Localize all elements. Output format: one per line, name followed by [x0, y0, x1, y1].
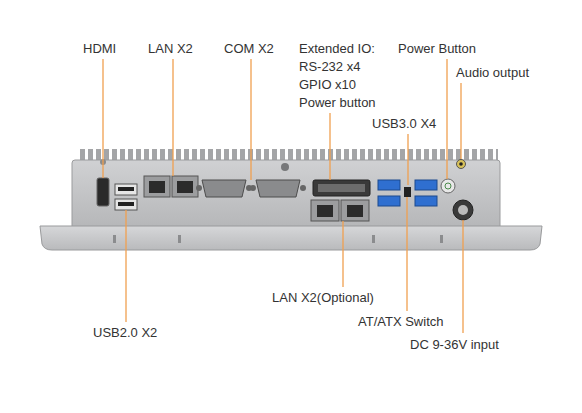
lan-port: [311, 200, 339, 221]
power-button: [441, 179, 455, 193]
bezel-notch: [113, 235, 116, 243]
usb3-port: [415, 180, 437, 190]
leader-lines: [103, 59, 463, 333]
port-label: Extended IO:: [299, 41, 375, 57]
com-port: [202, 180, 246, 197]
port-label: LAN X2(Optional): [272, 290, 374, 306]
lan-port: [341, 200, 369, 221]
port-label: COM X2: [224, 41, 274, 57]
port-label: Audio output: [456, 65, 529, 81]
com-port: [256, 180, 300, 197]
port-label: GPIO x10: [299, 77, 356, 93]
front-bezel: [40, 226, 542, 250]
chassis: [72, 160, 500, 232]
at-atx-switch: [404, 187, 411, 197]
port-label: HDMI: [83, 41, 116, 57]
port-label: RS-232 x4: [299, 59, 360, 75]
screw: [281, 163, 289, 171]
usb2-port: [115, 199, 137, 210]
usb2-port: [115, 184, 137, 195]
dc-input-connector: [453, 200, 473, 220]
extended-io-connector: [313, 180, 370, 196]
usb3-port: [415, 196, 437, 206]
usb3-port: [378, 196, 400, 206]
port-label: Power Button: [398, 41, 476, 57]
lan-port: [172, 176, 198, 197]
bezel-notch: [440, 235, 443, 243]
port-label: USB2.0 X2: [93, 325, 157, 341]
bezel-notch: [372, 235, 375, 243]
port-label: AT/ATX Switch: [358, 314, 443, 330]
usb3-port: [378, 180, 400, 190]
lan-port: [144, 176, 170, 197]
audio-jack: [457, 160, 466, 169]
port-label: LAN X2: [148, 41, 193, 57]
port-label: Power button: [299, 95, 376, 111]
port-label: USB3.0 X4: [372, 116, 436, 132]
port-label: DC 9-36V input: [410, 337, 499, 353]
hdmi-port: [97, 178, 109, 206]
bezel-notch: [178, 235, 181, 243]
